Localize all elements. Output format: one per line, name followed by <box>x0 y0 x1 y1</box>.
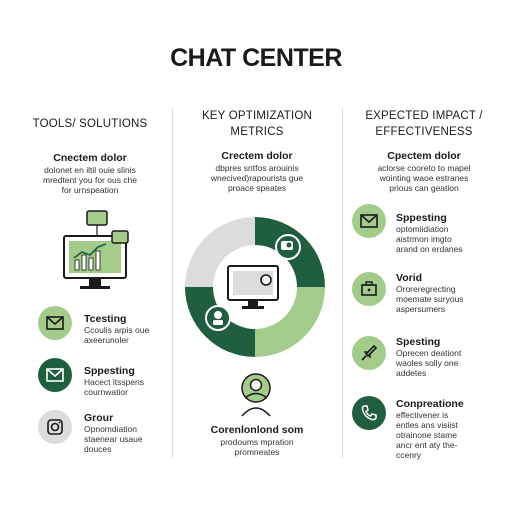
impact-item-title: Vorid <box>396 272 423 284</box>
impact-item-line: effectivener is <box>396 410 449 420</box>
impact-item-line: Ororeregrecting <box>396 284 456 294</box>
impact-item-line: aistrmon imgto <box>396 234 452 244</box>
page-title: CHAT CENTER <box>170 44 342 72</box>
impact-item-line: aspersumers <box>396 304 446 314</box>
envelope-icon <box>360 214 378 228</box>
tool-item-title: Sppesting <box>84 365 135 377</box>
impact-item-line: optomiidiation <box>396 224 449 234</box>
impact-item-line: otrainone stame <box>396 430 457 440</box>
caption-line: prodoums mpration <box>220 437 294 447</box>
impact-item-title: Spesting <box>396 336 441 348</box>
column-divider-left <box>172 108 173 458</box>
column-heading-tools: TOOLS/ SOLUTIONS <box>32 118 148 130</box>
impact-item-line: moemate suryous <box>396 294 464 304</box>
impact-icon-circle <box>352 336 386 370</box>
blurb-line: wointing waoe estranes <box>379 173 469 183</box>
ring-segment-light-bottom-right <box>255 287 325 357</box>
tool-item-line: Ccoulis arpis oue <box>84 325 150 335</box>
tool-item-line: cournwatior <box>84 387 128 397</box>
tool-icon-circle <box>38 306 72 340</box>
blurb-line: dbpres sritfos arouinis <box>215 163 299 173</box>
blurb-line: proace speates <box>227 183 287 193</box>
tool-item-title: Grour <box>84 412 114 424</box>
blurb-line: dolonet en iltil ouie slinis <box>44 165 136 175</box>
impact-item-line: ccenry <box>396 450 422 460</box>
column-blurb-impact: Cpectem dolor aclorse cooreto to mapel w… <box>344 150 504 193</box>
column-heading-metrics: KEY OPTIMIZATION METRICS <box>201 110 313 138</box>
chat-bubble-icon <box>111 230 129 244</box>
impact-item-line: addetes <box>396 368 427 378</box>
computer-icon <box>227 265 279 309</box>
envelope-icon <box>46 368 64 382</box>
ring-segment-gray-top-left <box>185 217 255 287</box>
impact-item-line: Oprecen deationt <box>396 348 462 358</box>
briefcase-icon <box>361 281 377 296</box>
rocket-icon <box>361 344 378 361</box>
robot-icon <box>205 305 231 331</box>
caption-title: Corenlonlond som <box>210 424 304 436</box>
impact-icon-circle <box>352 272 386 306</box>
camera-icon <box>47 419 63 435</box>
chat-bubble-icon <box>86 210 108 226</box>
tool-item-title: Tcesting <box>84 313 127 325</box>
monitor-chart-illustration <box>63 210 129 289</box>
blurb-line: for urnspeation <box>61 185 119 195</box>
tool-item-line: Opnomdiation <box>84 424 137 434</box>
impact-item-line: waoles solly one <box>396 358 459 368</box>
impact-icon-circle <box>352 204 386 238</box>
impact-item-line: entles ans visiist <box>396 420 458 430</box>
tool-item-line: staenear usaue <box>84 434 143 444</box>
impact-item-title: Sppesting <box>396 212 447 224</box>
blurb-line: prious can geation <box>389 183 459 193</box>
column-blurb-tools: Cnectem dolor dolonet en iltil ouie slin… <box>10 152 170 195</box>
chat-gear-icon <box>275 234 301 260</box>
tool-item-line: axeerunoler <box>84 335 129 345</box>
impact-item-line: arand on erdanes <box>396 244 463 254</box>
tool-item-line: douces <box>84 444 112 454</box>
metrics-donut-ring <box>185 217 325 357</box>
tool-icon-circle <box>38 410 72 444</box>
envelope-icon <box>46 316 64 330</box>
blurb-line: mredtent you for ous che <box>42 175 138 185</box>
column-divider-right <box>342 108 343 458</box>
tool-icon-circle <box>38 358 72 392</box>
tool-item-line: Hacect itsspens <box>84 377 144 387</box>
impact-item-title: Conpreatione <box>396 398 464 410</box>
metrics-bottom-caption: Corenlonlond som prodoums mpration promn… <box>176 424 338 457</box>
blurb-line: aclorse cooreto to mapel <box>377 163 471 173</box>
impact-icon-circle <box>352 396 386 430</box>
phone-icon <box>361 405 377 421</box>
column-blurb-metrics: Crectem dolor dbpres sritfos arouinis wn… <box>176 150 338 193</box>
person-icon <box>241 373 271 417</box>
blurb-title: Crectem dolor <box>221 150 293 162</box>
impact-item-line: ancr ent aty the- <box>396 440 458 450</box>
caption-line: promneates <box>234 447 280 457</box>
column-heading-impact: EXPECTED IMPACT / EFFECTIVENESS <box>365 110 483 138</box>
blurb-title: Cnectem dolor <box>53 152 127 164</box>
blurb-title: Cpectem dolor <box>387 150 461 162</box>
blurb-line: wnecived)rapourists gue <box>210 173 304 183</box>
